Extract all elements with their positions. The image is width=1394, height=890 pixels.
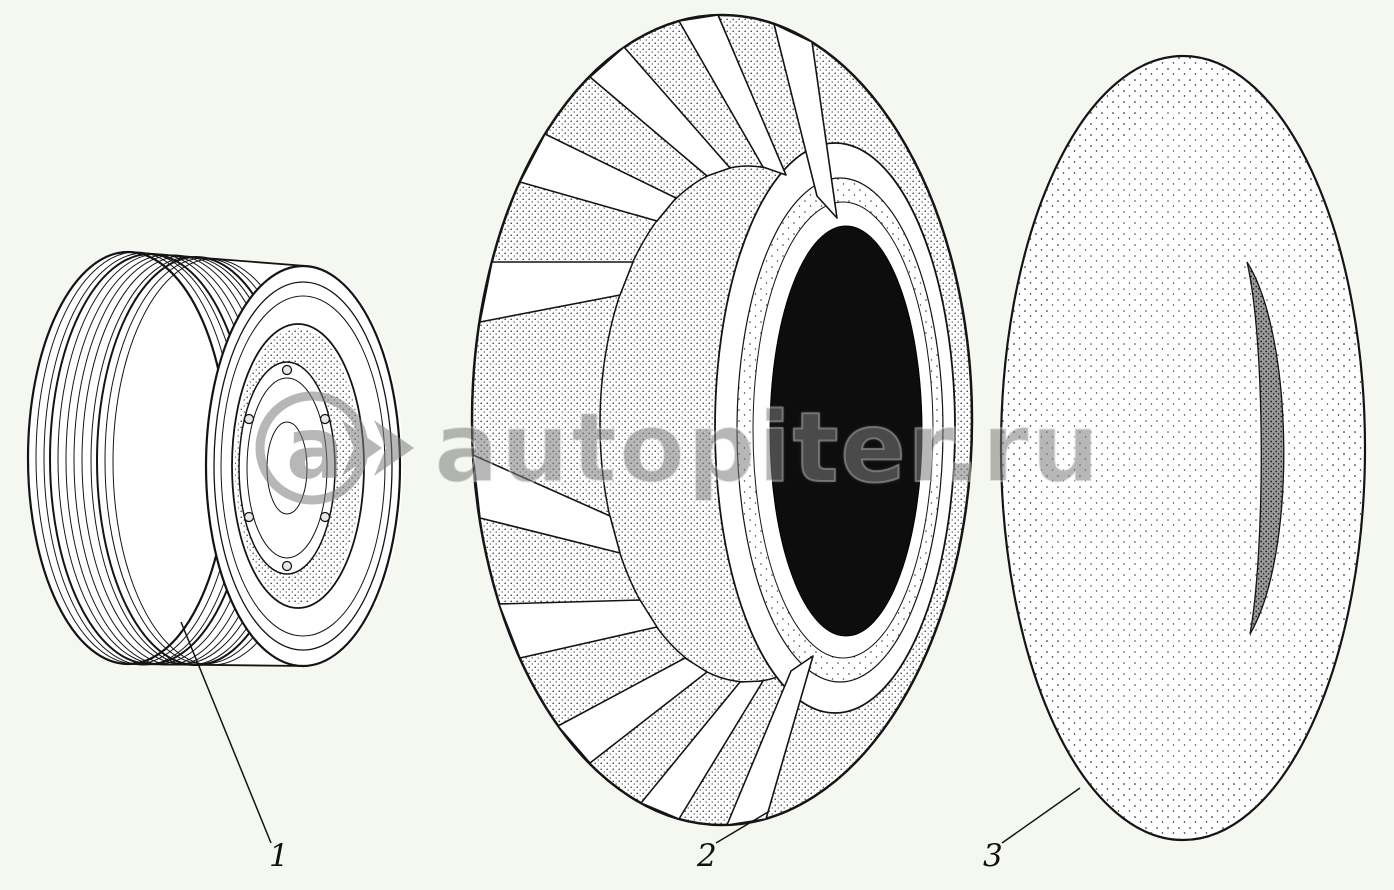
tire-drawing [470, 13, 974, 827]
rim-front-face [204, 264, 402, 668]
leader-line-1 [180, 621, 272, 844]
tread-lug [519, 133, 677, 222]
tread-lug [589, 46, 731, 177]
tire-tread-lugs [472, 14, 838, 826]
tread-lug [479, 261, 634, 323]
bolt-hole [281, 560, 293, 572]
tread-lug [640, 680, 764, 820]
inner-tube-drawing [999, 54, 1367, 842]
tread-lug [726, 655, 814, 826]
tread-lug [498, 599, 658, 659]
tread-lug [678, 14, 787, 176]
rim-top-edge [127, 251, 307, 267]
bolt-hole [319, 413, 331, 425]
bolt-hole [281, 364, 293, 376]
tread-lug [557, 657, 708, 764]
tire-bead-opening [769, 225, 923, 637]
tread-lug [773, 23, 838, 219]
rim-hub-ring [238, 361, 336, 575]
part-label-3: 3 [983, 838, 1003, 874]
part-label-2: 2 [697, 838, 717, 874]
leader-line-3 [1001, 787, 1081, 844]
part-label-1: 1 [269, 838, 289, 874]
bolt-hole [243, 413, 255, 425]
wheel-rim-drawing [26, 250, 403, 668]
tread-lug [472, 454, 621, 554]
bolt-hole [243, 511, 255, 523]
rim-bottom-edge [127, 663, 307, 667]
leader-line-2 [715, 811, 769, 844]
bolt-hole [319, 511, 331, 523]
